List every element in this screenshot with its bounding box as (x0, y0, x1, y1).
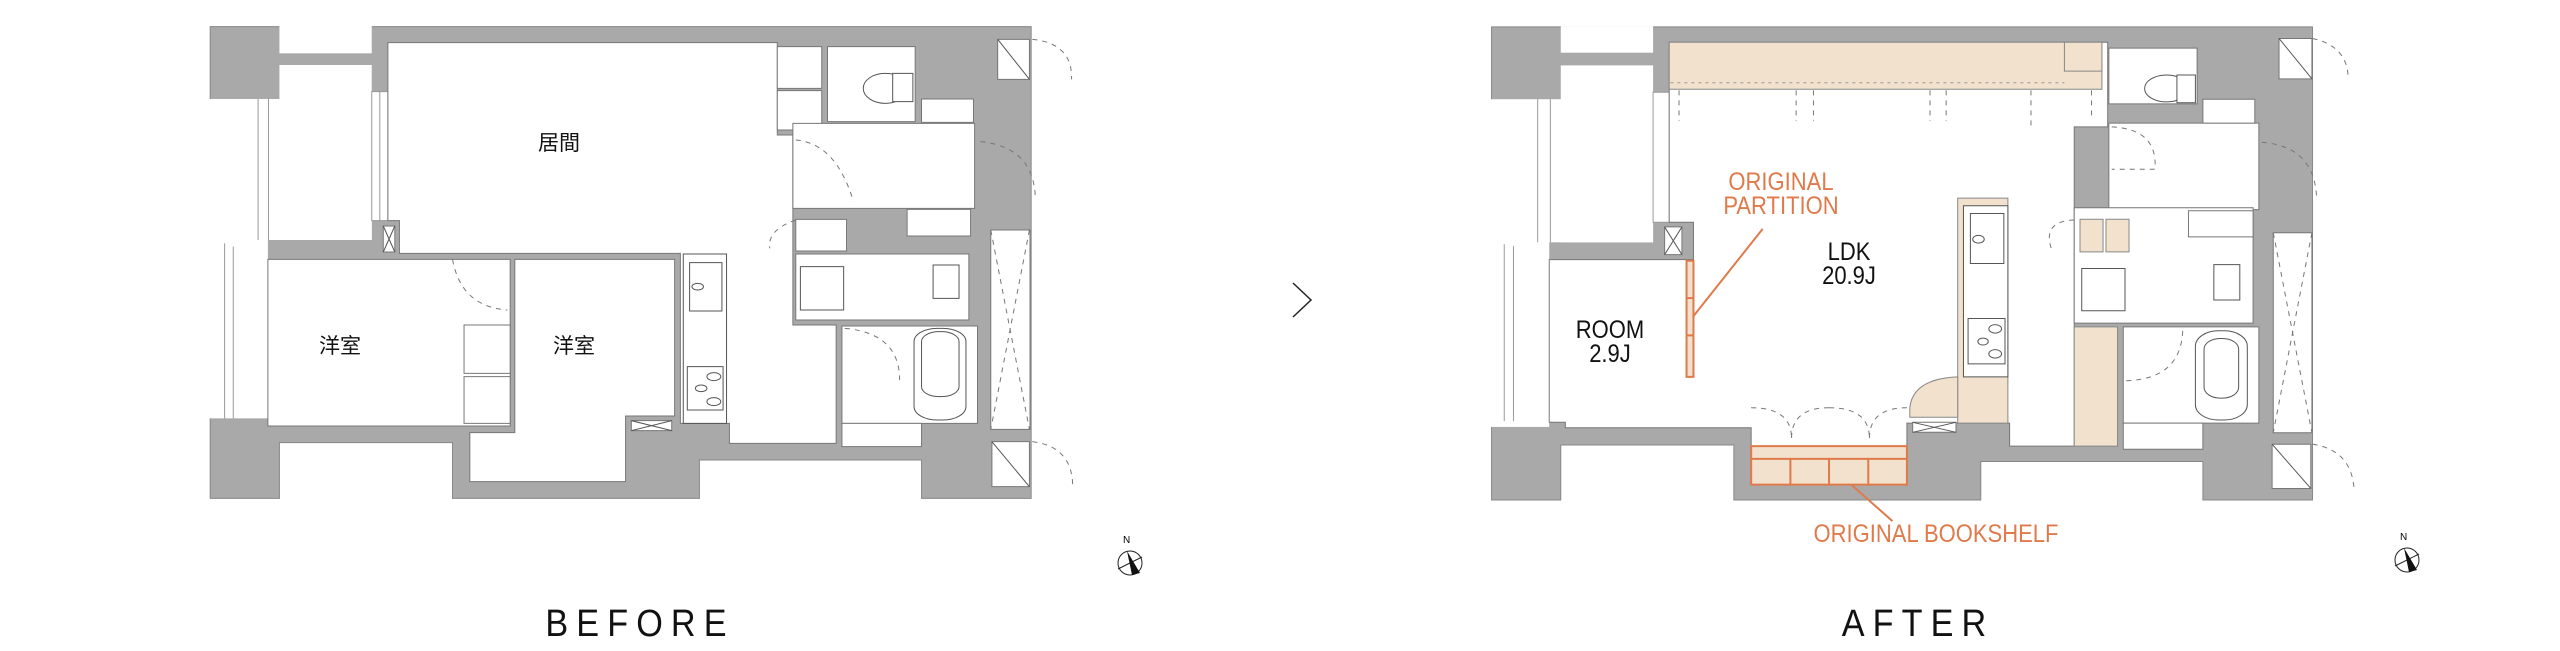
western-room-2-area (470, 259, 675, 481)
box-crosses (1665, 38, 2312, 488)
shoe-cabinet (907, 209, 970, 236)
compass-north-label: N (1123, 535, 1130, 546)
original-partition-annotation: ORIGINAL PARTITION (1723, 168, 1839, 220)
balcony-window (225, 92, 388, 419)
original-partition (1687, 261, 1694, 377)
door-swings (1679, 38, 2354, 488)
wood-storage-strip (2074, 327, 2117, 446)
room-label-western-room-2: 洋室 (553, 334, 595, 358)
annotation-line-2: PARTITION (1723, 192, 1839, 220)
compass-north-label: N (2400, 532, 2407, 543)
room-name: ROOM (1575, 316, 1645, 344)
box-crosses (383, 39, 1029, 486)
north-arrow-icon: N (2394, 532, 2420, 573)
washing-machine (2082, 268, 2125, 310)
storage-box (2106, 219, 2129, 252)
original-bookshelf (1751, 446, 1907, 484)
after-floor-plan (1490, 26, 2380, 600)
entrance-hall (2109, 123, 2259, 210)
closet (464, 377, 510, 424)
partition-leader-line (1693, 229, 1762, 316)
exterior (209, 26, 372, 419)
chevron-right-icon (1292, 282, 1313, 318)
wash-basin (933, 265, 959, 298)
room-label-western-room-1: 洋室 (319, 334, 361, 358)
entrance-hall (793, 123, 975, 208)
room-label-room: ROOM 2.9J (1575, 316, 1645, 368)
original-bookshelf-annotation: ORIGINAL BOOKSHELF (1813, 520, 2059, 548)
round-counter (1910, 377, 1958, 417)
balcony-window (1504, 92, 1669, 421)
closet (796, 219, 847, 251)
washing-machine (800, 267, 843, 310)
room-label-ldk: LDK 20.9J (1822, 238, 1876, 290)
wash-basin (2214, 265, 2240, 300)
shoe-cabinet (2188, 211, 2253, 237)
storage (2203, 99, 2255, 123)
closet (464, 325, 510, 373)
before-title: BEFORE (545, 603, 735, 645)
storage (922, 99, 974, 122)
fixtures (1963, 75, 2247, 420)
ldk-size: 20.9J (1822, 262, 1876, 290)
north-arrow-icon: N (1117, 535, 1143, 576)
fixtures (683, 73, 966, 423)
top-storage-closet (1669, 42, 2102, 89)
closet (777, 47, 821, 89)
before-floor-plan (209, 26, 1090, 520)
after-title: AFTER (1841, 603, 1995, 645)
door-swings (453, 39, 1073, 486)
room-label-living: 居間 (538, 131, 580, 155)
exterior (1490, 26, 1654, 427)
annotation-line-1: ORIGINAL (1728, 168, 1834, 196)
ldk-name: LDK (1827, 238, 1871, 266)
storage-box (2080, 219, 2103, 252)
room-size: 2.9J (1589, 340, 1631, 368)
bookshelf-leader-line (1852, 485, 1892, 521)
